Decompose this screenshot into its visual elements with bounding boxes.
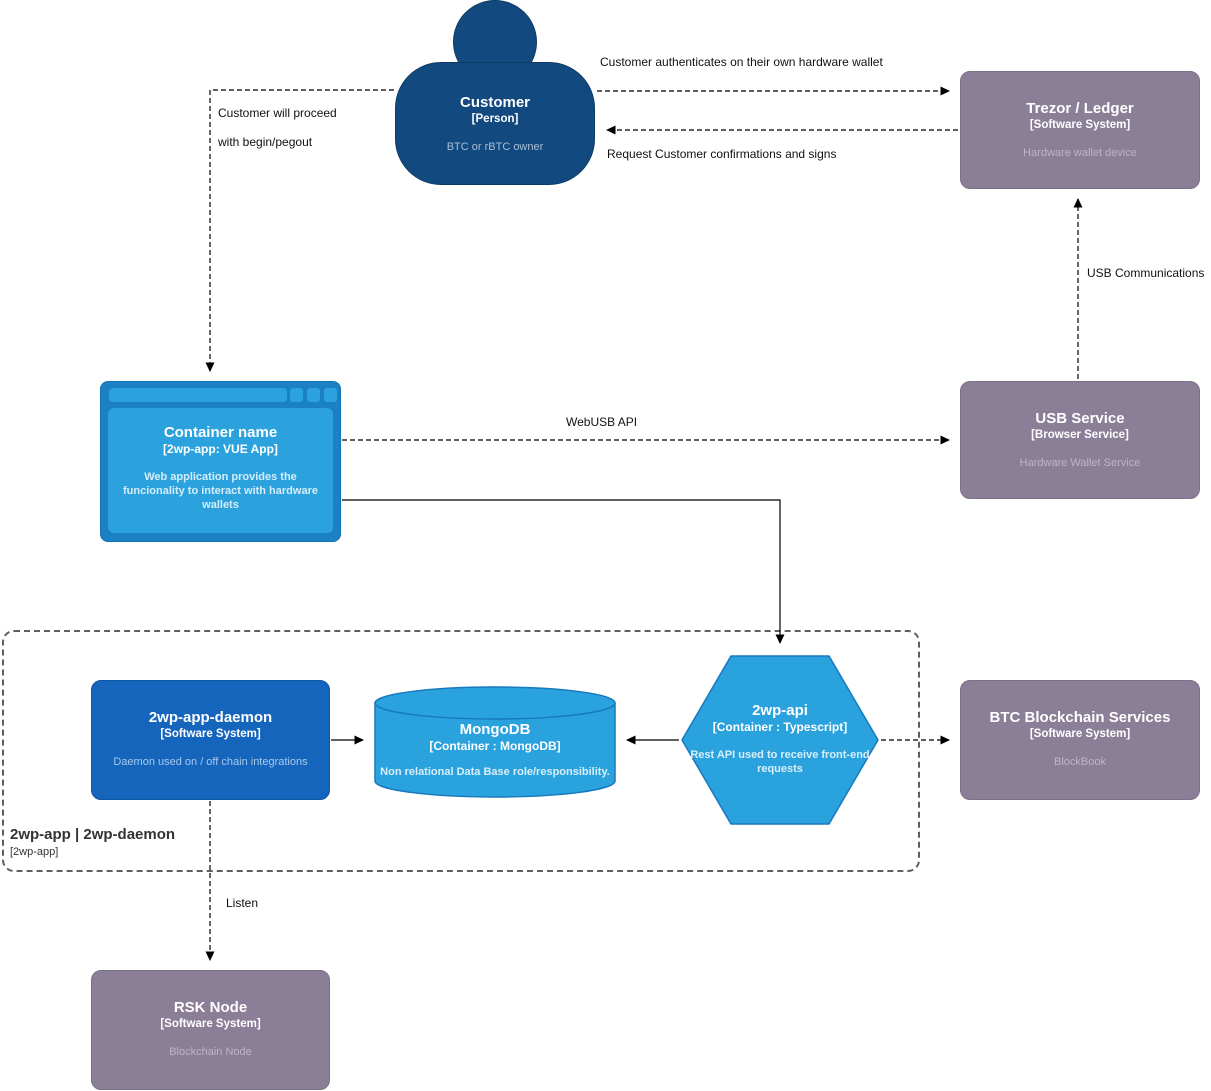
database-cylinder-icon bbox=[374, 686, 616, 798]
node-title: Customer bbox=[459, 94, 530, 111]
node-description: Hardware Wallet Service bbox=[1019, 457, 1141, 469]
browser-address-bar bbox=[109, 388, 287, 402]
browser-content: Container name [2wp-app: VUE App] Web ap… bbox=[108, 408, 333, 533]
node-title: BTC Blockchain Services bbox=[989, 709, 1171, 726]
node-mongodb[interactable]: MongoDB [Container : MongoDB] Non relati… bbox=[373, 685, 617, 799]
browser-button-icon bbox=[307, 388, 320, 402]
node-2wp-api[interactable]: 2wp-api [Container : Typescript] Rest AP… bbox=[680, 654, 880, 826]
edge-label-authenticates: Customer authenticates on their own hard… bbox=[600, 55, 883, 69]
edge-label-webusb-api: WebUSB API bbox=[566, 415, 638, 429]
node-title: Container name bbox=[163, 424, 278, 441]
node-subtitle: [2wp-app: VUE App] bbox=[163, 442, 278, 456]
node-text: 2wp-api [Container : Typescript] Rest AP… bbox=[680, 702, 880, 776]
node-container-2wp-app[interactable]: Container name [2wp-app: VUE App] Web ap… bbox=[100, 381, 341, 542]
node-btc-blockchain-services[interactable]: BTC Blockchain Services [Software System… bbox=[960, 680, 1200, 800]
node-usb-service[interactable]: USB Service [Browser Service] Hardware W… bbox=[960, 381, 1200, 499]
edge-label-listen: Listen bbox=[226, 896, 259, 910]
person-body: Customer [Person] BTC or rBTC owner bbox=[395, 62, 595, 185]
hexagon-icon bbox=[681, 655, 879, 825]
edge-customer-to-container bbox=[205, 89, 394, 372]
node-title: 2wp-app-daemon bbox=[148, 709, 273, 726]
node-title: USB Service bbox=[1035, 410, 1125, 427]
node-description: Blockchain Node bbox=[169, 1046, 252, 1058]
edge-label-proceed-1: Customer will proceed bbox=[218, 106, 337, 120]
node-text: MongoDB [Container : MongoDB] Non relati… bbox=[373, 721, 617, 779]
node-description: Non relational Data Base role/responsibi… bbox=[380, 766, 610, 778]
node-subtitle: [Software System] bbox=[1029, 728, 1131, 740]
node-description: Hardware wallet device bbox=[1023, 147, 1137, 159]
node-title: 2wp-api bbox=[752, 702, 808, 719]
node-description: Web application provides the funcionalit… bbox=[123, 471, 318, 511]
node-subtitle: [Container : MongoDB] bbox=[429, 739, 561, 753]
node-2wp-app-daemon[interactable]: 2wp-app-daemon [Software System] Daemon … bbox=[91, 680, 330, 800]
boundary-subtitle: [2wp-app] bbox=[10, 846, 59, 858]
edge-label-proceed-2: with begin/pegout bbox=[218, 135, 313, 149]
edge-label-request-sign: Request Customer confirmations and signs bbox=[607, 147, 837, 161]
node-subtitle: [Container : Typescript] bbox=[712, 720, 848, 734]
node-title: MongoDB bbox=[459, 721, 531, 738]
edge-label-usb-communications: USB Communications bbox=[1087, 266, 1205, 280]
node-description: BlockBook bbox=[1054, 756, 1106, 768]
node-description: Daemon used on / off chain integrations bbox=[113, 756, 308, 768]
node-subtitle: [Software System] bbox=[1029, 119, 1131, 131]
node-rsk-node[interactable]: RSK Node [Software System] Blockchain No… bbox=[91, 970, 330, 1090]
browser-button-icon bbox=[290, 388, 303, 402]
node-subtitle: [Person] bbox=[471, 113, 519, 125]
node-title: Trezor / Ledger bbox=[1026, 100, 1134, 117]
node-subtitle: [Software System] bbox=[160, 728, 261, 740]
edge-container-to-api bbox=[342, 499, 785, 644]
boundary-title: 2wp-app | 2wp-daemon bbox=[10, 826, 176, 843]
node-trezor-ledger[interactable]: Trezor / Ledger [Software System] Hardwa… bbox=[960, 71, 1200, 189]
browser-button-icon bbox=[324, 388, 337, 402]
node-subtitle: [Software System] bbox=[160, 1018, 261, 1030]
node-description: Rest API used to receive front-end reque… bbox=[690, 749, 870, 775]
node-description: BTC or rBTC owner bbox=[446, 141, 544, 153]
node-title: RSK Node bbox=[173, 999, 248, 1016]
node-subtitle: [Browser Service] bbox=[1031, 429, 1129, 441]
